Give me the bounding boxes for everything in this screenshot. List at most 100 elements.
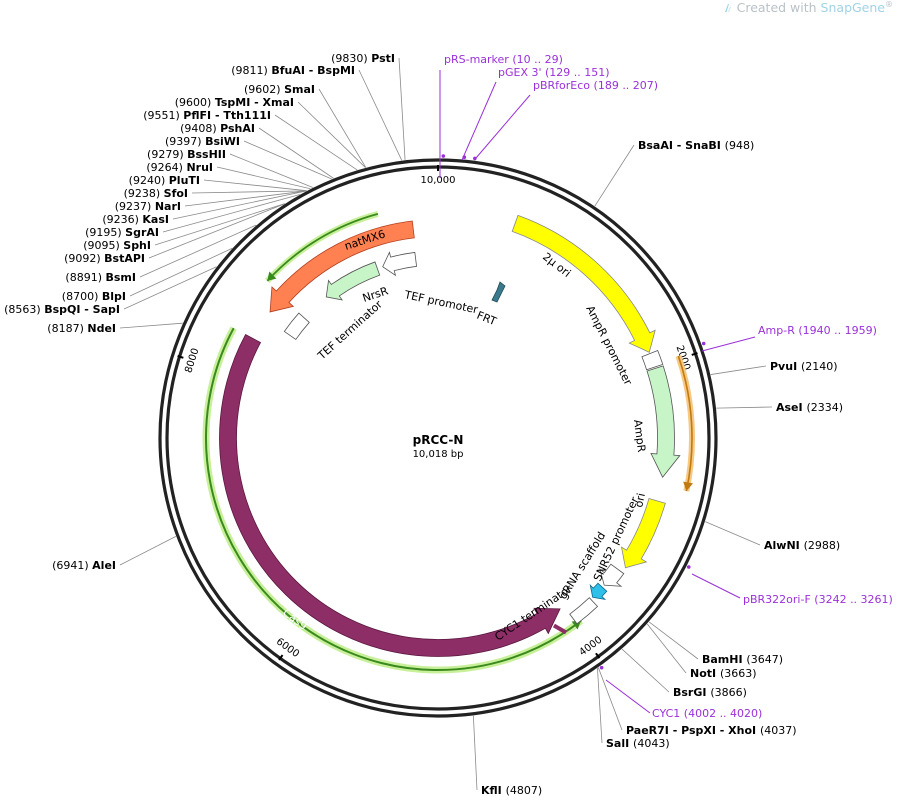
- restriction-site-label[interactable]: (9397) BsiWI: [165, 135, 240, 148]
- tick-mark: [278, 654, 284, 661]
- primer-label[interactable]: Amp-R (1940 .. 1959): [758, 324, 877, 337]
- tick-label: 10,000: [421, 175, 456, 186]
- snapgene-logo-icon: [724, 4, 731, 13]
- feature-grna-scaffold[interactable]: [589, 582, 608, 601]
- site-leader-line: [716, 406, 773, 409]
- restriction-site-label[interactable]: (9279) BssHII: [147, 148, 226, 161]
- site-leader-line: [594, 144, 635, 207]
- restriction-site-label[interactable]: (9195) SgrAI: [85, 226, 159, 239]
- label-ampr: AmpR: [631, 419, 648, 454]
- feature-tef-promoter[interactable]: [382, 251, 418, 277]
- restriction-site-label[interactable]: SalI (4043): [606, 737, 670, 750]
- restriction-site-label[interactable]: (9551) PflFI - Tth111I: [143, 109, 271, 122]
- primer-label[interactable]: pGEX 3' (129 .. 151): [498, 66, 610, 79]
- restriction-site-label[interactable]: (8563) BspQI - SapI: [4, 303, 120, 316]
- restriction-site-label[interactable]: (9095) SphI: [83, 239, 151, 252]
- primer-label[interactable]: pBR322ori-F (3242 .. 3261): [743, 593, 893, 606]
- site-leader-line: [229, 153, 313, 188]
- site-leader-line: [297, 101, 366, 168]
- feature-cyc1-terminator[interactable]: [569, 597, 599, 625]
- site-leader-line: [216, 166, 311, 190]
- primer-label[interactable]: pRS-marker (10 .. 29): [444, 53, 563, 66]
- restriction-site-label[interactable]: (6941) AleI: [52, 559, 116, 572]
- site-leader-line: [123, 266, 217, 310]
- feature-ori[interactable]: [620, 498, 666, 569]
- feature-tef-terminator[interactable]: [283, 312, 310, 340]
- restriction-site-label[interactable]: KflI (4807): [481, 784, 542, 797]
- primer-leader-line: [605, 679, 651, 714]
- feature-ampr-promoter[interactable]: [641, 349, 664, 371]
- watermark-brand: SnapGene: [820, 0, 885, 16]
- restriction-site-label[interactable]: (9830) PstI: [331, 52, 395, 65]
- tick-mark: [177, 355, 184, 359]
- label-tef-terminator: TEF terminator: [315, 297, 386, 362]
- site-leader-line: [258, 127, 334, 179]
- primer-label[interactable]: pBRforEco (189 .. 207): [533, 79, 658, 92]
- restriction-site-label[interactable]: BamHI (3647): [702, 653, 783, 666]
- primer-binding-mark: [686, 565, 691, 569]
- feature-ampr[interactable]: [646, 365, 681, 478]
- watermark: Created with SnapGene®: [723, 0, 893, 15]
- restriction-site-label[interactable]: PaeR7I - PspXI - XhoI (4037): [626, 724, 797, 737]
- site-leader-line: [184, 190, 307, 207]
- orf-ampr-core: [677, 355, 693, 492]
- restriction-site-label[interactable]: (9237) NarI: [115, 200, 181, 213]
- restriction-site-label[interactable]: AlwNI (2988): [764, 539, 840, 552]
- site-leader-line: [172, 190, 307, 220]
- restriction-site-label[interactable]: (9236) KasI: [102, 213, 169, 226]
- site-leader-line: [129, 247, 233, 297]
- orf-natmx6-core: [266, 213, 379, 282]
- primer-binding-mark: [599, 665, 604, 670]
- site-leader-line: [621, 648, 670, 693]
- site-leader-line: [119, 322, 183, 329]
- restriction-site-label[interactable]: (9238) SfoI: [124, 187, 188, 200]
- restriction-site-label[interactable]: (9264) NruI: [146, 161, 213, 174]
- site-leader-line: [274, 114, 358, 171]
- restriction-site-label[interactable]: (8700) BlpI: [62, 290, 126, 303]
- site-leader-lines: [119, 57, 773, 791]
- primer-label[interactable]: CYC1 (4002 .. 4020): [652, 707, 762, 720]
- primer-binding-mark: [701, 341, 706, 346]
- feature-2mu-ori[interactable]: [511, 214, 656, 353]
- restriction-site-label[interactable]: (9240) PluTI: [129, 174, 200, 187]
- feature-cas9[interactable]: [219, 333, 561, 657]
- tick-mark: [691, 352, 698, 356]
- primer-binding-mark: [473, 156, 477, 161]
- restriction-site-label[interactable]: PvuI (2140): [770, 360, 838, 373]
- restriction-site-label[interactable]: (9600) TspMI - XmaI: [175, 96, 294, 109]
- feature-snr52-promoter[interactable]: [599, 563, 625, 587]
- restriction-site-label[interactable]: (9408) PshAI: [180, 122, 255, 135]
- feature-natmx6[interactable]: [269, 220, 415, 313]
- feature-frt[interactable]: [491, 281, 506, 303]
- primer-labels: pRS-marker (10 .. 29)pGEX 3' (129 .. 151…: [444, 53, 893, 720]
- primer-leader-lines: [439, 70, 756, 714]
- restriction-site-label[interactable]: NotI (3663): [690, 667, 757, 680]
- orf-natmx6-arrowhead: [267, 271, 277, 281]
- restriction-site-label[interactable]: (8187) NdeI: [47, 322, 116, 335]
- restriction-site-label[interactable]: BsrGI (3866): [673, 686, 747, 699]
- site-leader-line: [472, 715, 478, 791]
- label-tef-promoter: TEF promoter: [402, 288, 479, 317]
- primer-leader-line: [461, 81, 497, 161]
- restriction-site-label[interactable]: BsaAI - SnaBI (948): [638, 139, 754, 152]
- watermark-prefix: Created with: [736, 0, 821, 16]
- site-leader-line: [191, 190, 307, 194]
- orf-cas9-core: [205, 327, 582, 671]
- backbone-outer-ring: [158, 158, 718, 718]
- site-leader-line: [154, 203, 285, 246]
- site-leader-line: [358, 69, 403, 161]
- restriction-site-label[interactable]: (9602) SmaI: [244, 83, 315, 96]
- tick-mark: [595, 652, 601, 659]
- restriction-site-label[interactable]: AseI (2334): [776, 401, 843, 414]
- site-leader-line: [162, 194, 300, 233]
- primer-binding-mark: [462, 155, 467, 160]
- site-leader-line: [119, 536, 177, 566]
- restriction-site-label[interactable]: (8891) BsmI: [65, 271, 136, 284]
- site-leader-line: [597, 667, 623, 731]
- restriction-site-label[interactable]: (9092) BstAPI: [64, 252, 145, 265]
- feature-nrsr[interactable]: [325, 261, 381, 301]
- restriction-site-label[interactable]: (9811) BfuAI - BspMI: [231, 64, 355, 77]
- primer-binding-mark: [441, 154, 446, 158]
- site-leader-line: [148, 203, 285, 259]
